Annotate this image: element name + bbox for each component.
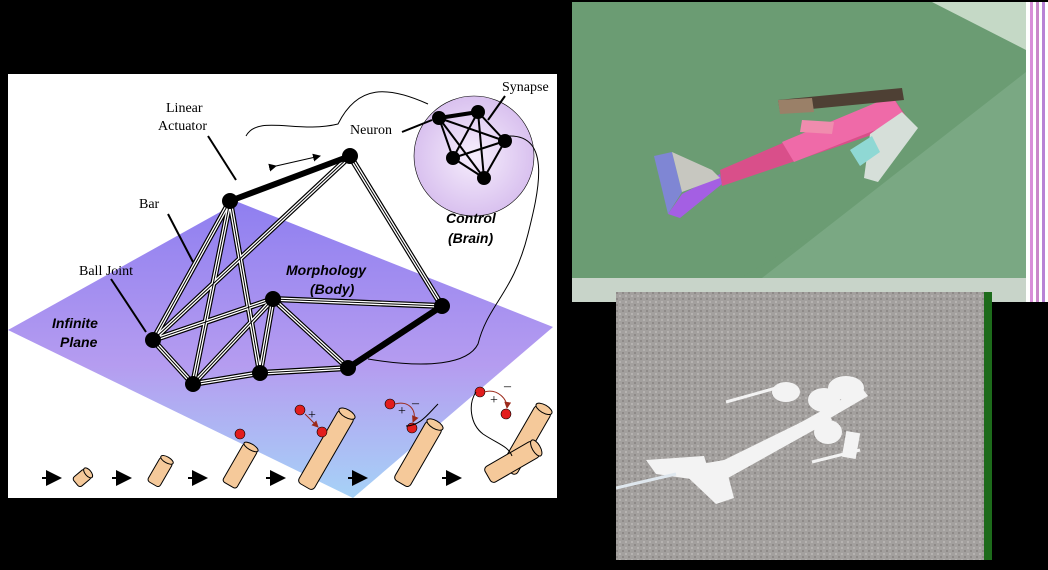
ball-joint bbox=[434, 298, 450, 314]
seq-wire bbox=[405, 403, 439, 427]
label-morphology: Morphology bbox=[286, 262, 367, 278]
neuron-node bbox=[446, 151, 460, 165]
label-infinite: Infinite bbox=[52, 315, 98, 331]
sim-pink-small bbox=[800, 120, 834, 134]
cylinder-1 bbox=[72, 467, 94, 488]
label-neuron: Neuron bbox=[350, 123, 392, 138]
seq-neuron bbox=[234, 428, 246, 440]
robot-diagram: Linear Actuator Synapse Neuron Bar Ball … bbox=[8, 80, 553, 498]
control-wire-top bbox=[245, 91, 429, 137]
minus-1: – bbox=[411, 396, 420, 411]
sim-robot bbox=[654, 88, 918, 218]
ball-joint bbox=[145, 332, 161, 348]
label-linear-1: Linear bbox=[166, 101, 203, 116]
neuron-node bbox=[432, 111, 446, 125]
pointer-bar bbox=[167, 213, 194, 263]
infinite-plane bbox=[8, 202, 553, 498]
photo-render bbox=[616, 292, 992, 560]
plus-3: + bbox=[490, 393, 498, 408]
ball-joint bbox=[342, 148, 358, 164]
cylinder-6b bbox=[484, 439, 543, 483]
sim-rod-brown bbox=[778, 98, 814, 114]
neuron-node bbox=[498, 134, 512, 148]
cylinder-2 bbox=[147, 455, 174, 488]
ball-joint bbox=[252, 365, 268, 381]
sim-foot-blue bbox=[654, 152, 682, 214]
linear-actuator-top bbox=[228, 153, 352, 204]
pointer-synapse bbox=[487, 95, 506, 121]
physical-robot-photo bbox=[616, 292, 992, 560]
seq-neuron bbox=[500, 408, 512, 420]
cylinder-5 bbox=[394, 418, 444, 487]
seq-neuron bbox=[406, 422, 418, 434]
neuron-node bbox=[471, 105, 485, 119]
control-wire-bottom bbox=[367, 135, 540, 365]
body-bars bbox=[150, 153, 445, 387]
sim-leg-white bbox=[864, 112, 918, 182]
label-brain: (Brain) bbox=[448, 230, 493, 246]
cylinder-3 bbox=[222, 441, 259, 489]
label-control: Control bbox=[446, 210, 497, 226]
seq-wire bbox=[470, 391, 513, 457]
sim-leg-cyan bbox=[850, 136, 880, 166]
plus-1: + bbox=[308, 408, 316, 423]
label-plane: Plane bbox=[60, 334, 98, 350]
seq-neuron bbox=[316, 426, 328, 438]
photo-robot bbox=[616, 376, 868, 504]
neuron-node bbox=[477, 171, 491, 185]
ball-joint bbox=[265, 291, 281, 307]
ball-joint bbox=[185, 376, 201, 392]
actuator-arrow bbox=[268, 153, 321, 172]
pointer-actuator bbox=[207, 135, 237, 181]
ball-joints bbox=[145, 148, 450, 392]
label-ball-joint: Ball Joint bbox=[79, 264, 133, 279]
pointer-balljoint bbox=[110, 278, 147, 333]
sim-sky-wedge bbox=[932, 2, 1026, 50]
sim-leg-grey bbox=[672, 152, 720, 192]
label-linear-2: Actuator bbox=[158, 119, 207, 134]
label-body: (Body) bbox=[310, 281, 355, 297]
label-synapse: Synapse bbox=[502, 80, 549, 95]
cylinder-4 bbox=[298, 407, 356, 490]
seq-neuron bbox=[294, 404, 306, 416]
robot-diagram-panel: Linear Actuator Synapse Neuron Bar Ball … bbox=[8, 74, 557, 498]
plus-2: + bbox=[398, 404, 406, 419]
ball-joint bbox=[340, 360, 356, 376]
label-bar: Bar bbox=[139, 197, 160, 212]
evolution-sequence: + + + – – bbox=[42, 379, 553, 490]
seq-neuron bbox=[384, 398, 396, 410]
simulation-screenshot bbox=[572, 2, 1048, 302]
neural-network bbox=[432, 105, 512, 185]
ball-joint bbox=[222, 193, 238, 209]
pointer-neuron bbox=[401, 119, 433, 133]
linear-actuator-right bbox=[346, 303, 444, 371]
sim-body-pink-2 bbox=[782, 96, 906, 162]
minus-2: – bbox=[503, 379, 512, 394]
simulation-render bbox=[572, 2, 1048, 302]
sim-foot-purple bbox=[668, 174, 722, 218]
seq-neuron bbox=[474, 386, 486, 398]
